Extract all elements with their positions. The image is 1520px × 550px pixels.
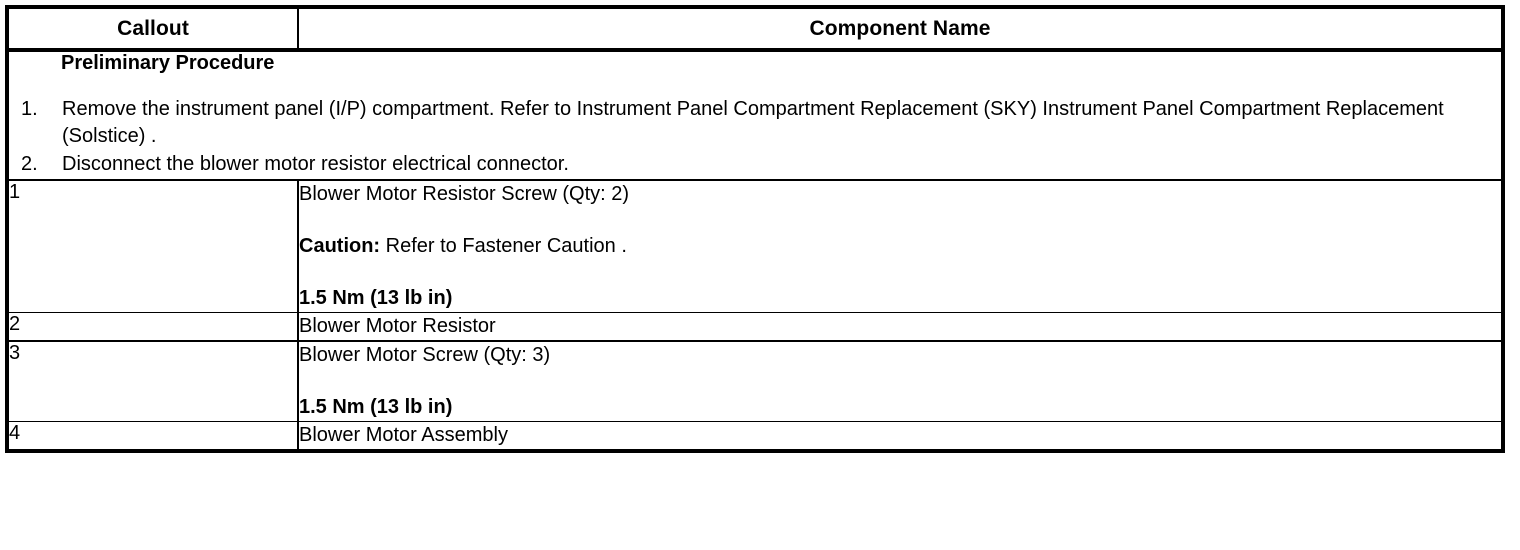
component-name-text: Blower Motor Assembly (299, 424, 508, 446)
torque-spec: 1.5 Nm (13 lb in) (299, 396, 453, 418)
callout-number: 3 (7, 340, 299, 422)
component-name-cell: Blower Motor Assembly (298, 421, 1503, 451)
torque-spec: 1.5 Nm (13 lb in) (299, 287, 453, 309)
callout-number: 2 (7, 312, 299, 341)
caution-label: Caution: (299, 235, 381, 257)
callout-number: 4 (7, 421, 299, 451)
component-callout-table: Callout Component Name Preliminary Proce… (5, 5, 1505, 453)
callout-number: 1 (7, 179, 299, 313)
component-name-cell: Blower Motor Resistor Screw (Qty: 2) Cau… (298, 179, 1503, 313)
table-row: 1 Blower Motor Resistor Screw (Qty: 2) C… (7, 179, 1503, 313)
component-name-text: Blower Motor Resistor (299, 315, 496, 337)
column-header-callout: Callout (7, 7, 299, 52)
table-row: 3 Blower Motor Screw (Qty: 3) 1.5 Nm (13… (7, 340, 1503, 422)
preliminary-procedure-list: 1. Remove the instrument panel (I/P) com… (9, 96, 1501, 178)
list-item-number: 2. (21, 153, 38, 175)
caution-text: Refer to Fastener Caution . (380, 235, 627, 257)
column-header-component-name: Component Name (298, 7, 1503, 52)
list-item-number: 1. (21, 98, 38, 120)
preliminary-procedure-title: Preliminary Procedure (61, 52, 275, 74)
component-name-cell: Blower Motor Screw (Qty: 3) 1.5 Nm (13 l… (298, 340, 1503, 422)
table-row: 4 Blower Motor Assembly (7, 421, 1503, 451)
list-item: 2. Disconnect the blower motor resistor … (9, 151, 1501, 178)
table-header-row: Callout Component Name (7, 7, 1503, 52)
table-row: 2 Blower Motor Resistor (7, 312, 1503, 341)
preliminary-procedure-cell: Preliminary Procedure 1. Remove the inst… (7, 50, 1503, 181)
component-name-text: Blower Motor Resistor Screw (Qty: 2) (299, 183, 630, 205)
caution-note: Caution: Refer to Fastener Caution . (299, 233, 1501, 260)
list-item-text: Disconnect the blower motor resistor ele… (62, 153, 569, 175)
component-name-text: Blower Motor Screw (Qty: 3) (299, 344, 551, 366)
component-name-cell: Blower Motor Resistor (298, 312, 1503, 341)
list-item: 1. Remove the instrument panel (I/P) com… (9, 96, 1501, 150)
list-item-text: Remove the instrument panel (I/P) compar… (62, 98, 1444, 147)
preliminary-procedure-row: Preliminary Procedure 1. Remove the inst… (7, 50, 1503, 181)
